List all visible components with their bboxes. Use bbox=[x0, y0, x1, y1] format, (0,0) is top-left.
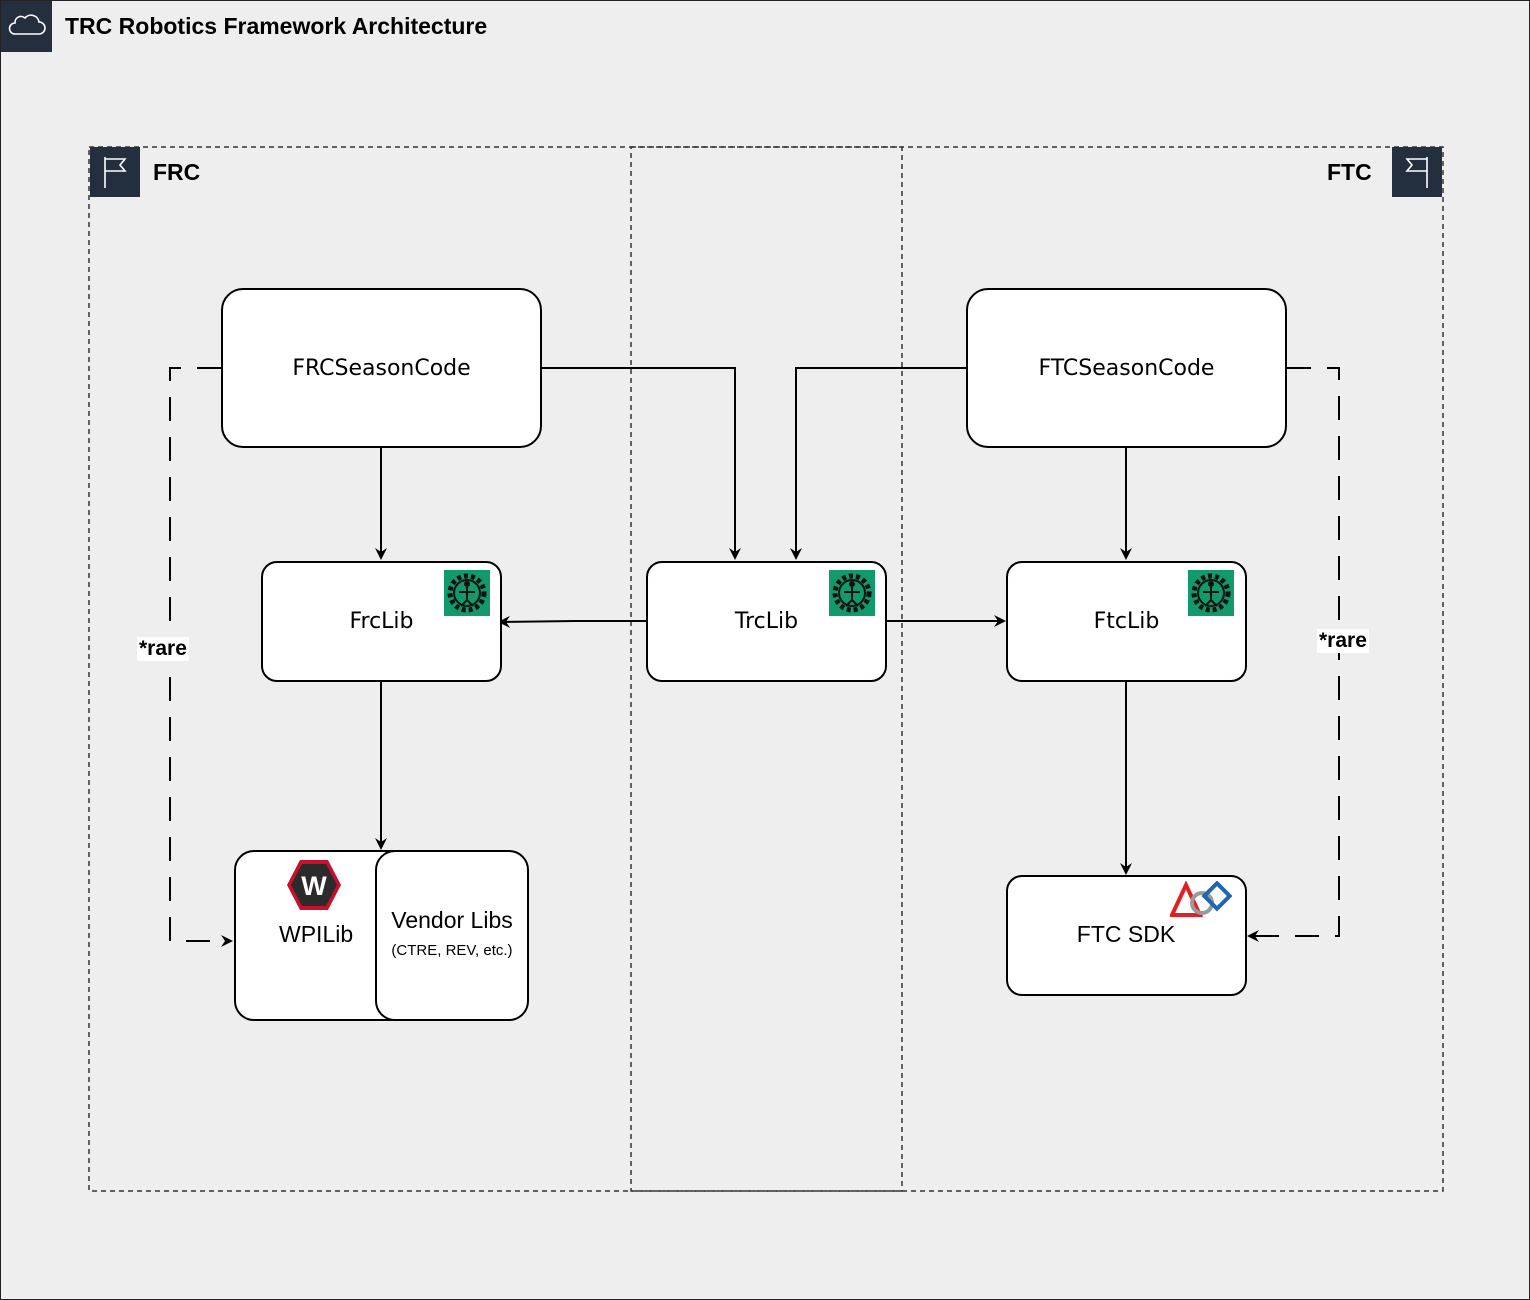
cloud-icon bbox=[1, 1, 52, 52]
ftc-season-code-node[interactable]: FTCSeasonCode bbox=[966, 288, 1287, 448]
common-group-border bbox=[630, 146, 903, 1192]
frc-flag-icon bbox=[90, 147, 140, 197]
wpilib-logo-icon: W bbox=[286, 859, 342, 911]
ftc-season-code-label: FTCSeasonCode bbox=[1038, 355, 1215, 381]
rare-label-right: *rare bbox=[1317, 629, 1369, 653]
frclib-label: FrcLib bbox=[349, 609, 414, 634]
ftc-flag-icon bbox=[1392, 147, 1442, 197]
wpilib-label: WPILib bbox=[279, 921, 354, 947]
frc-season-code-node[interactable]: FRCSeasonCode bbox=[221, 288, 542, 448]
frc-season-code-label: FRCSeasonCode bbox=[292, 355, 471, 381]
vendor-libs-node[interactable] bbox=[375, 850, 529, 1021]
diagram-title: TRC Robotics Framework Architecture bbox=[65, 13, 488, 39]
rare-label-left: *rare bbox=[137, 637, 189, 661]
svg-text:W: W bbox=[301, 871, 327, 901]
ftc-group-label: FTC bbox=[1327, 159, 1372, 185]
trclib-label: TrcLib bbox=[734, 609, 799, 634]
edge-frcseason-trclib bbox=[542, 367, 741, 560]
trc-logo-icon bbox=[1188, 570, 1234, 616]
edge-trclib-frclib bbox=[498, 615, 646, 628]
trc-logo-icon bbox=[829, 570, 875, 616]
ftc-sdk-label: FTC SDK bbox=[1076, 921, 1176, 947]
ftclib-label: FtcLib bbox=[1093, 609, 1160, 634]
frc-group-label: FRC bbox=[153, 159, 201, 185]
vendor-libs-subtitle: (CTRE, REV, etc.) bbox=[391, 942, 513, 959]
vendor-libs-title: Vendor Libs bbox=[391, 907, 513, 933]
trc-logo-icon bbox=[444, 570, 490, 616]
first-logo-icon bbox=[1168, 880, 1233, 919]
edge-ftcseason-trclib bbox=[790, 367, 966, 560]
